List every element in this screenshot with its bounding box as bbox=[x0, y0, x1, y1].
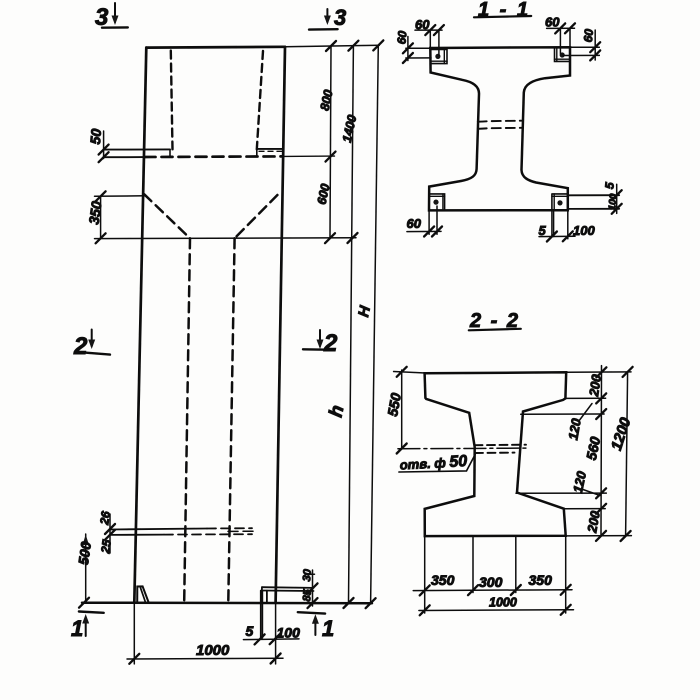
svg-text:25: 25 bbox=[98, 539, 114, 555]
svg-text:1400: 1400 bbox=[340, 114, 359, 144]
svg-text:5: 5 bbox=[539, 223, 547, 238]
svg-text:2 - 2: 2 - 2 bbox=[469, 310, 520, 332]
svg-text:3: 3 bbox=[334, 5, 346, 30]
svg-text:отв. ф 50: отв. ф 50 bbox=[399, 453, 467, 474]
svg-text:550: 550 bbox=[384, 392, 404, 418]
svg-text:300: 300 bbox=[479, 574, 503, 590]
svg-text:350: 350 bbox=[529, 572, 553, 588]
svg-text:30: 30 bbox=[301, 568, 314, 582]
svg-text:H: H bbox=[355, 303, 374, 318]
svg-text:1200: 1200 bbox=[608, 415, 635, 453]
svg-text:200: 200 bbox=[586, 373, 604, 398]
svg-text:1000: 1000 bbox=[489, 596, 517, 610]
svg-text:26: 26 bbox=[97, 510, 113, 526]
svg-text:120: 120 bbox=[565, 416, 584, 441]
svg-text:500: 500 bbox=[75, 540, 94, 566]
svg-text:350: 350 bbox=[86, 200, 105, 226]
svg-text:1000: 1000 bbox=[196, 642, 230, 659]
svg-text:100: 100 bbox=[573, 223, 595, 238]
svg-text:60: 60 bbox=[415, 17, 430, 32]
svg-text:200: 200 bbox=[584, 509, 603, 535]
svg-text:2: 2 bbox=[73, 333, 88, 360]
svg-text:60: 60 bbox=[545, 15, 560, 30]
svg-text:50: 50 bbox=[87, 128, 104, 145]
svg-text:60: 60 bbox=[581, 28, 596, 43]
svg-text:560: 560 bbox=[583, 435, 604, 461]
svg-text:800: 800 bbox=[318, 88, 336, 111]
svg-text:1: 1 bbox=[71, 616, 83, 641]
svg-text:100: 100 bbox=[607, 193, 619, 211]
svg-text:5: 5 bbox=[246, 623, 254, 639]
svg-text:100: 100 bbox=[277, 625, 301, 641]
svg-text:2: 2 bbox=[323, 330, 338, 357]
svg-text:60: 60 bbox=[407, 216, 422, 231]
svg-text:h: h bbox=[326, 403, 349, 419]
svg-text:5: 5 bbox=[602, 181, 617, 189]
svg-text:600: 600 bbox=[315, 182, 333, 205]
svg-text:120: 120 bbox=[570, 469, 589, 494]
svg-text:1: 1 bbox=[322, 616, 334, 641]
svg-text:3: 3 bbox=[95, 4, 109, 31]
svg-text:60: 60 bbox=[394, 30, 409, 45]
svg-text:85: 85 bbox=[301, 588, 314, 602]
svg-text:350: 350 bbox=[431, 572, 455, 588]
